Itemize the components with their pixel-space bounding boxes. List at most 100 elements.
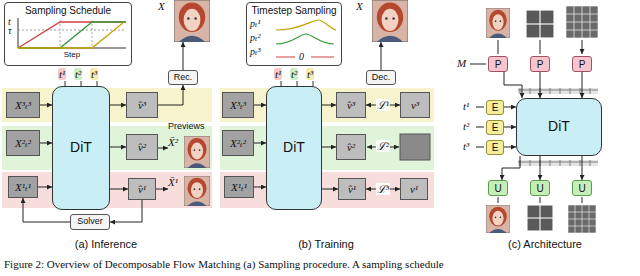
target-image (400, 134, 430, 160)
node-text: Timestep Sampling (251, 5, 336, 16)
node-text: P (579, 59, 586, 70)
input-grid (566, 6, 598, 38)
node-text: E (492, 122, 499, 133)
node-text: X¹ₜ¹ (231, 181, 247, 193)
text-label: t³ (306, 68, 314, 80)
text-label: pₜ³ (250, 46, 260, 57)
decoder-box: Dec. (366, 70, 396, 85)
connector (110, 200, 142, 222)
connector (110, 105, 126, 106)
schedule-line (18, 22, 126, 48)
mask-lead (470, 64, 486, 65)
connector (582, 72, 583, 98)
output-grid (568, 205, 596, 233)
text-label: t³ (462, 140, 470, 152)
node-text: v̂¹ (348, 183, 356, 195)
node-text: U (536, 183, 543, 194)
connector (183, 42, 184, 70)
node-text: v̂² (347, 141, 355, 153)
output-image (486, 205, 510, 233)
portrait-picture (372, 0, 408, 42)
node-text: v̂³ (347, 99, 355, 111)
connector (40, 143, 52, 144)
portrait-picture (184, 176, 210, 206)
velocity-output: v̂² (126, 134, 158, 160)
connector (158, 85, 183, 105)
text-label: pₜ² (250, 32, 260, 43)
input-image (486, 8, 510, 38)
portrait-picture (174, 0, 210, 42)
image-node: X (158, 0, 210, 42)
node-text: v¹ (410, 183, 418, 195)
unpatchify: U (488, 180, 508, 196)
portrait (372, 0, 408, 42)
figure-caption: Figure 2: Overview of Decomposable Flow … (4, 258, 444, 270)
patch-embed: P (530, 56, 550, 72)
connector (540, 72, 541, 98)
node-text: v̂³ (138, 99, 146, 111)
preview-image: X̄¹ (168, 176, 210, 206)
connector (40, 105, 52, 106)
node-text: X̄² (168, 136, 178, 148)
token-bar (518, 160, 598, 166)
text-label: t³ (90, 68, 98, 80)
panel-label: (a) Inference (75, 238, 137, 250)
image-node: X (356, 0, 408, 42)
connector (158, 148, 168, 149)
chart-axis (18, 18, 126, 48)
node-text: P (495, 59, 502, 70)
connector (110, 189, 128, 190)
text-label: ℒ² (376, 140, 390, 152)
connector (502, 156, 520, 180)
panel-label: (c) Architecture (508, 238, 582, 250)
panel-label: (b) Training (298, 238, 354, 250)
node-text: X²ₜ² (230, 137, 246, 149)
density-curve (276, 56, 334, 57)
connector (504, 127, 516, 128)
velocity-output: v̂³ (336, 92, 366, 118)
dit-block: DiT (516, 98, 602, 156)
connector (322, 189, 338, 190)
patch-lead (498, 40, 582, 54)
schedule-line (18, 22, 126, 48)
portrait (184, 136, 210, 168)
edge-label: ℒ¹ (376, 99, 390, 111)
portrait (174, 0, 210, 42)
dit-block: DiT (52, 86, 110, 210)
scale-band (220, 126, 434, 170)
connector (582, 156, 583, 180)
node-text: U (494, 183, 501, 194)
node-text: X¹ₜ¹ (15, 181, 31, 193)
node-text: X̄¹ (168, 176, 178, 188)
text-label: Previews (168, 122, 205, 132)
node-text: E (492, 142, 499, 153)
solver-box: Solver (70, 214, 110, 230)
token-bar (518, 88, 598, 94)
connector (322, 105, 336, 106)
noisy-input: X³ₜ³ (222, 92, 254, 118)
patch-embed: P (572, 56, 592, 72)
schedule-line (18, 22, 124, 48)
node-text: X (356, 0, 363, 12)
node-text: Rec. (174, 73, 193, 83)
unpatchify: U (572, 180, 592, 196)
text-label: t¹ (462, 100, 470, 112)
connector (381, 42, 382, 70)
noisy-input: X³ₜ³ (6, 92, 40, 118)
noisy-input: X¹ₜ¹ (224, 176, 254, 198)
connector (504, 147, 516, 148)
unpatchify: U (530, 180, 550, 196)
text-label: t² (290, 68, 298, 80)
connector (322, 147, 336, 148)
connector (504, 72, 522, 98)
node-text: DiT (283, 140, 305, 155)
scale-band (220, 172, 434, 208)
velocity-output: v̂¹ (338, 178, 366, 200)
node-text: P (537, 59, 544, 70)
portrait-picture (184, 136, 210, 168)
portrait (184, 176, 210, 206)
velocity-output: v̂¹ (128, 178, 156, 200)
text-label: t¹ (58, 68, 66, 80)
